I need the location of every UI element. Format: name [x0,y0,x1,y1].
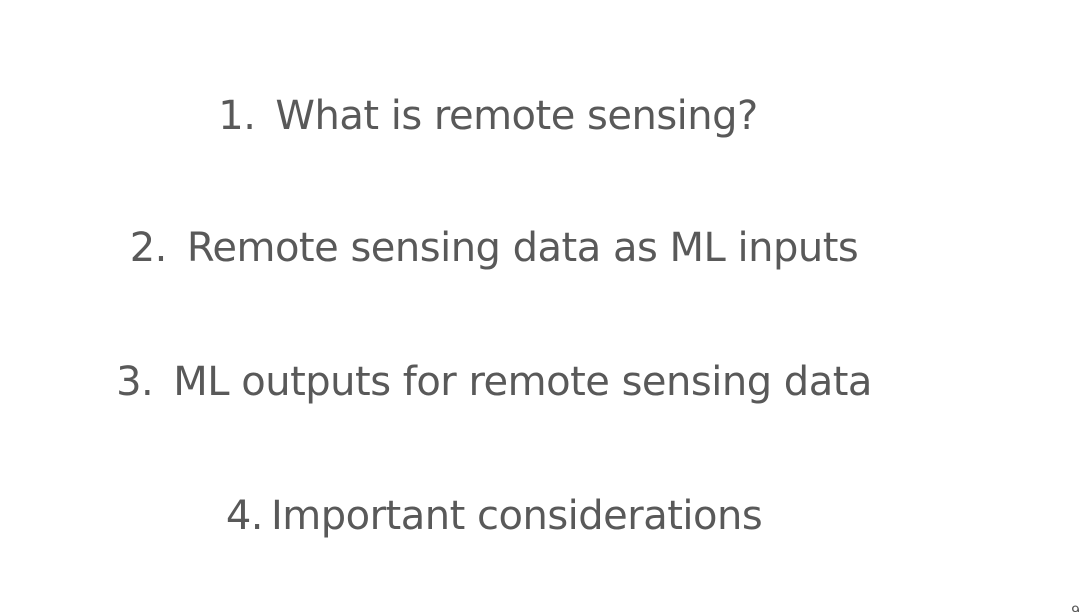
agenda-item-number: 1. [218,93,256,139]
agenda-item-text: Remote sensing data as ML inputs [186,225,859,271]
agenda-item-number: 4. [225,493,264,539]
page-number: 9 [1071,604,1080,612]
agenda-item-text: ML outputs for remote sensing data [173,359,872,405]
agenda-item-text: Important considerations [270,493,763,539]
agenda-item-number: 3. [116,359,154,405]
agenda-item-4: 4.Important considerations [0,490,1034,542]
agenda-item-text: What is remote sensing? [275,93,758,139]
agenda-item-2: 2. Remote sensing data as ML inputs [0,222,1034,274]
agenda-item-1: 1. What is remote sensing? [0,90,1028,142]
agenda-item-number: 2. [129,225,168,271]
agenda-item-3: 3. ML outputs for remote sensing data [0,356,1034,408]
